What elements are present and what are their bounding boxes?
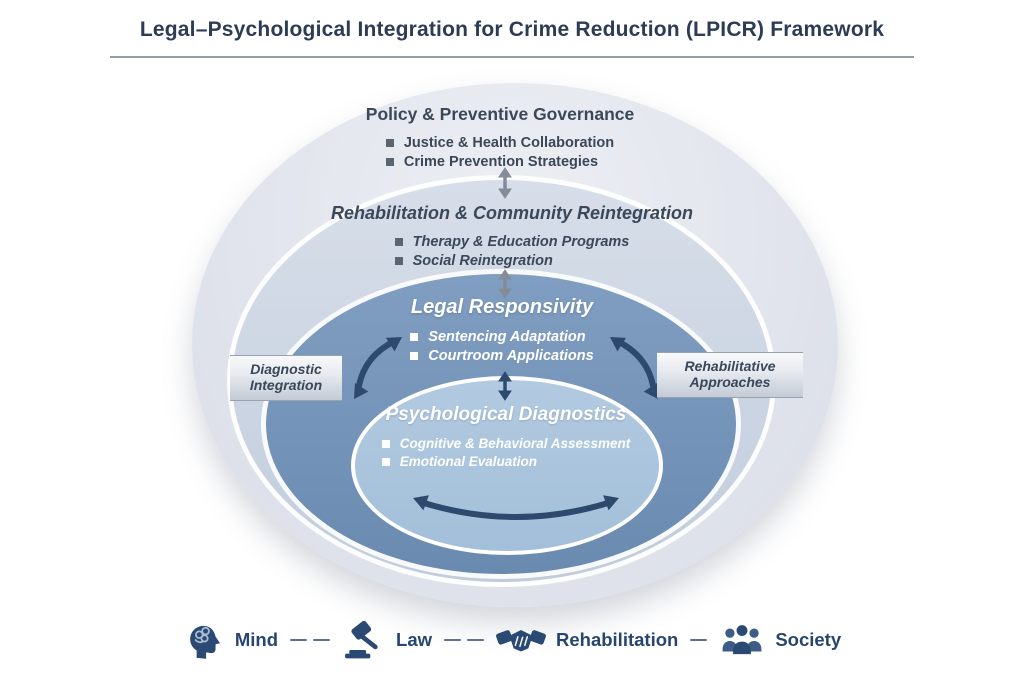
- legend-item-law: Law: [342, 619, 432, 661]
- legend-item-society: Society: [719, 619, 841, 661]
- layer-legal-text: Legal Responsivity Sentencing Adaptation…: [332, 296, 672, 367]
- layer-legal-heading: Legal Responsivity: [410, 296, 594, 318]
- layer-rehabilitation-heading: Rehabilitation & Community Reintegration: [330, 203, 693, 223]
- list-item: Crime Prevention Strategies: [385, 154, 614, 170]
- list-item: Social Reintegration: [394, 253, 630, 269]
- list-item: Cognitive & Behavioral Assessment: [381, 436, 630, 451]
- bullet-square-icon: [381, 439, 390, 448]
- legend-connector-dash: [290, 638, 331, 642]
- gavel-icon: [345, 620, 378, 659]
- rehabilitative-approaches-ribbon: Rehabilitative Approaches: [657, 352, 803, 398]
- layer-rehabilitation-text: Rehabilitation & Community Reintegration…: [310, 203, 714, 272]
- legend-connector-dash: [690, 638, 708, 642]
- list-item: Justice & Health Collaboration: [385, 135, 614, 151]
- legend-label: Mind: [234, 629, 279, 650]
- legend-connector-dash: [444, 638, 484, 642]
- legend-label: Law: [396, 629, 432, 650]
- list-item: Courtroom Applications: [410, 348, 594, 364]
- layer-policy-text: Policy & Preventive Governance Justice &…: [330, 104, 670, 173]
- legend-label: Rehabilitation: [556, 629, 679, 650]
- bullet-square-icon: [394, 257, 403, 265]
- legend-item-rehabilitation: Rehabilitation: [496, 619, 678, 661]
- layer-psychological-heading: Psychological Diagnostics: [385, 404, 627, 425]
- bullet-square-icon: [385, 158, 394, 166]
- legend-label: Society: [775, 629, 842, 650]
- list-item: Therapy & Education Programs: [394, 234, 629, 250]
- bullet-square-icon: [410, 352, 419, 360]
- bullet-square-icon: [381, 457, 390, 466]
- handshake-icon: [496, 630, 546, 652]
- bullet-square-icon: [385, 139, 394, 147]
- diagnostic-integration-ribbon: Diagnostic Integration: [230, 355, 342, 401]
- legend-item-mind: Mind: [183, 619, 278, 661]
- layer-ellipse-psychological: [351, 376, 663, 555]
- page-title: Legal–Psychological Integration for Crim…: [139, 18, 885, 41]
- list-item: Sentencing Adaptation: [410, 329, 593, 345]
- layer-psychological-text: Psychological Diagnostics Cognitive & Be…: [336, 404, 676, 472]
- layer-policy-heading: Policy & Preventive Governance: [365, 104, 635, 124]
- title-divider: [110, 56, 914, 58]
- legend: Mind Law: [0, 619, 1024, 661]
- people-icon: [722, 625, 762, 655]
- bullet-square-icon: [394, 238, 403, 246]
- mind-icon: [190, 625, 220, 659]
- bullet-square-icon: [410, 333, 419, 341]
- list-item: Emotional Evaluation: [381, 454, 631, 469]
